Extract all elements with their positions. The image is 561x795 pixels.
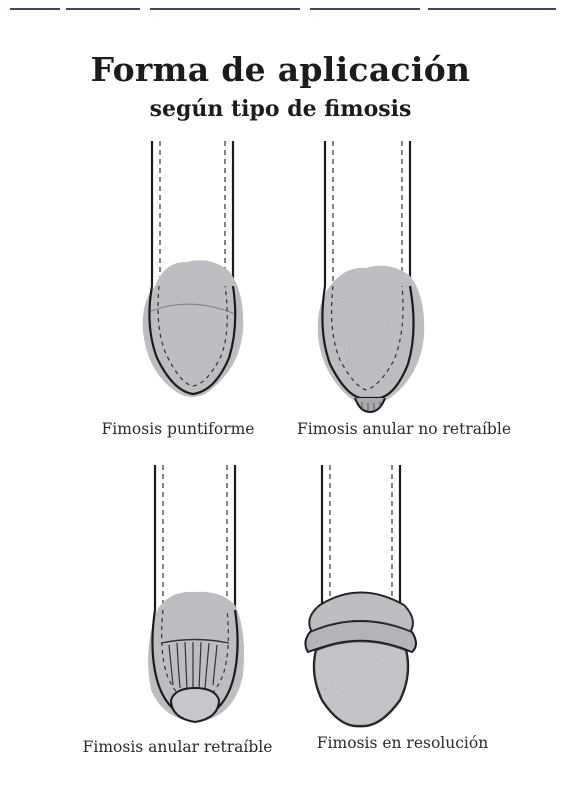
top-rule — [0, 6, 561, 12]
caption-fimosis-en-resolucion: Fimosis en resolución — [300, 734, 505, 752]
page-title: Forma de aplicación — [0, 50, 561, 89]
page-subtitle: según tipo de fimosis — [0, 96, 561, 122]
caption-fimosis-anular-no-retraible: Fimosis anular no retraíble — [284, 420, 524, 438]
caption-fimosis-puntiforme: Fimosis puntiforme — [78, 420, 278, 438]
illustration-fimosis-anular-no-retraible — [300, 136, 440, 421]
illustration-fimosis-anular-retraible — [125, 460, 255, 740]
illustration-fimosis-en-resolucion — [290, 460, 430, 740]
illustration-fimosis-puntiforme — [125, 136, 255, 406]
caption-fimosis-anular-retraible: Fimosis anular retraíble — [70, 738, 285, 756]
